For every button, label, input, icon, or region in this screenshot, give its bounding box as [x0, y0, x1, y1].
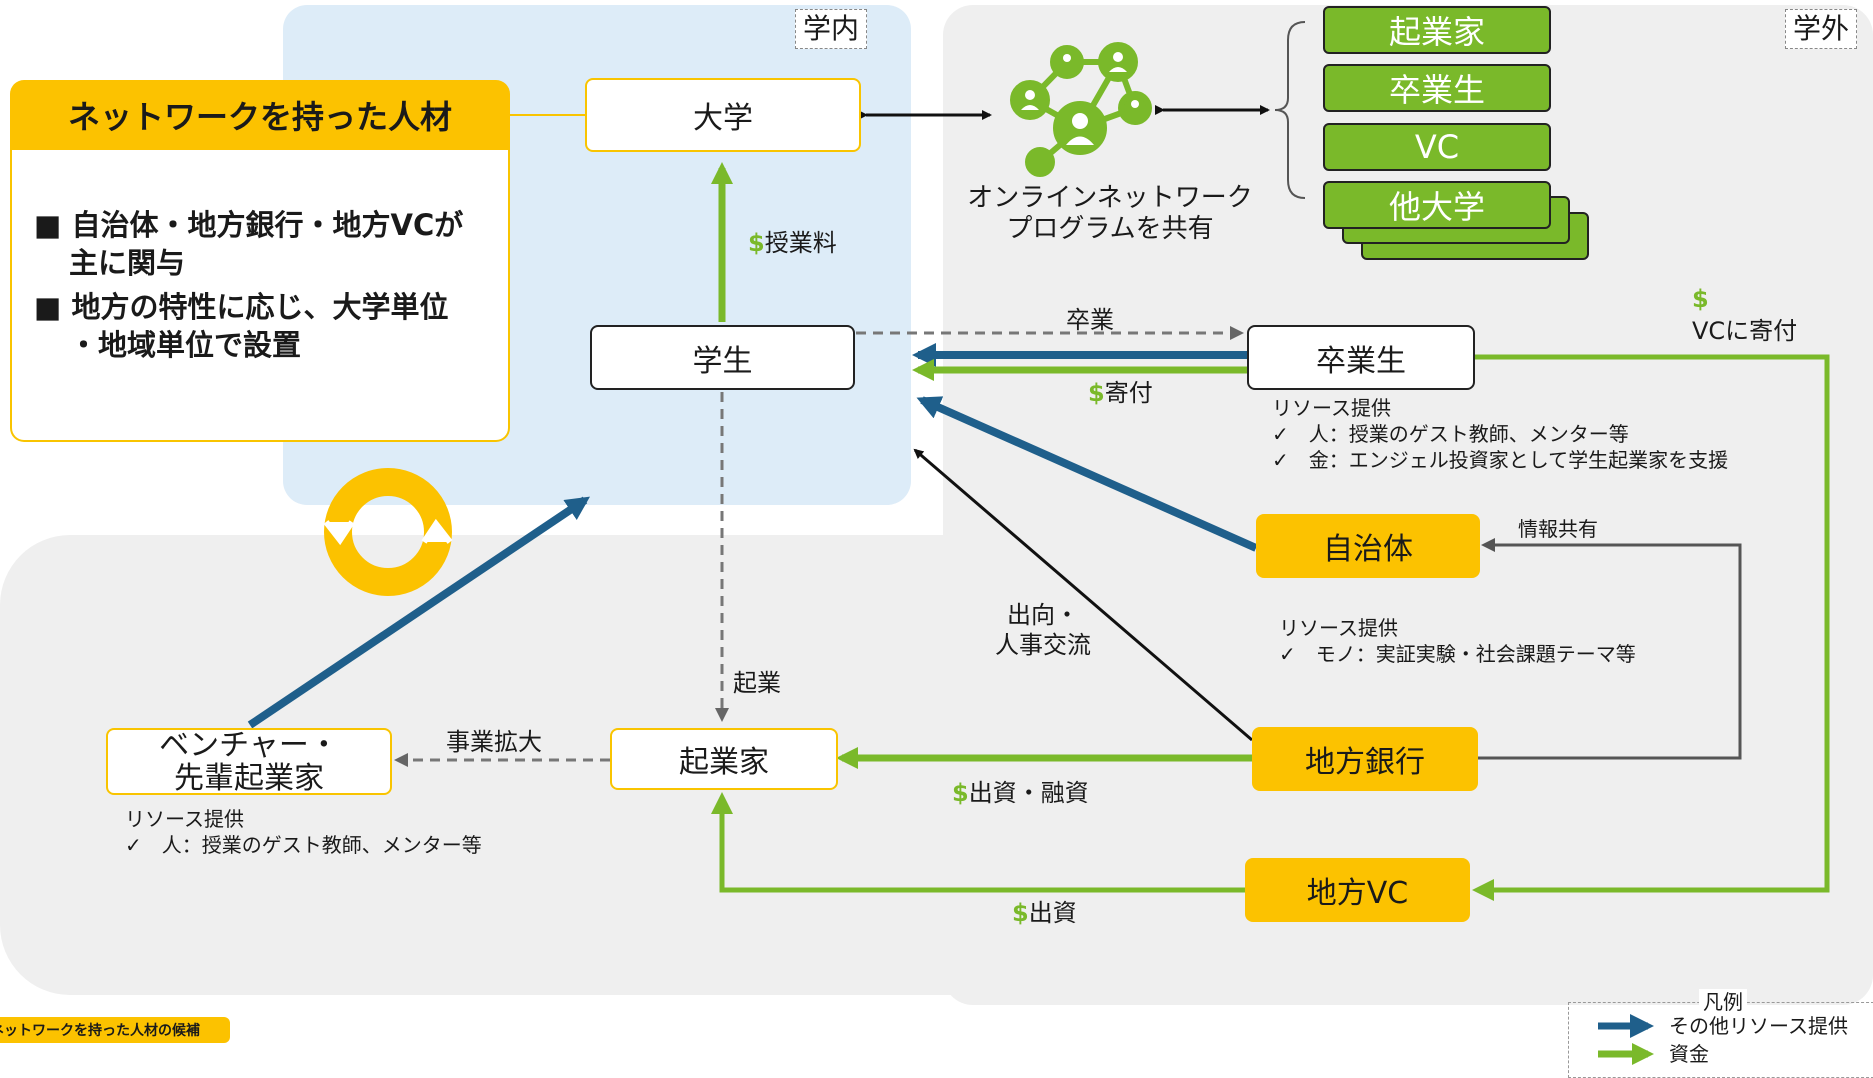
- municipality-resource-note: リソース提供 ✓ モノ：実証実験・社会課題テーマ等: [1279, 616, 1636, 666]
- venture-resource-arrow: [247, 496, 590, 729]
- entrepreneur-node: 起業家: [610, 728, 838, 790]
- tuition-label: $授業料: [748, 229, 837, 257]
- alumni-resource-note: リソース提供 ✓ 人：授業のゲスト教師、メンター等 ✓ 金：エンジェル投資家とし…: [1272, 396, 1729, 472]
- legend-item-funds: 資金: [1669, 1042, 1709, 1066]
- venture-resource-note: リソース提供 ✓ 人：授業のゲスト教師、メンター等: [125, 807, 482, 857]
- secondment-arrow: [913, 448, 1253, 742]
- outside-campus-region: [943, 5, 1873, 1005]
- external-entrepreneur-box: 起業家: [1323, 6, 1551, 54]
- vc-donation-dollar: $: [1692, 285, 1709, 313]
- network-panel-title: ネットワークを持った人材: [10, 80, 510, 150]
- graduation-label: 卒業: [1066, 306, 1114, 334]
- venture-node: ベンチャー・先輩起業家: [106, 728, 392, 795]
- municipality-node: 自治体: [1256, 514, 1480, 578]
- panel-bullet-2: ■ 地方の特性に応じ、大学単位 ・地域単位で設置: [34, 290, 449, 362]
- outside-campus-tag: 学外: [1785, 9, 1858, 49]
- investment-loan-label: $出資・融資: [952, 779, 1089, 807]
- network-panel: ■ 自治体・地方銀行・地方VCが 主に関与 ■ 地方の特性に応じ、大学単位 ・地…: [10, 150, 510, 442]
- alumni-node: 卒業生: [1247, 325, 1475, 390]
- online-network-label: オンラインネットワークプログラムを共有: [967, 183, 1253, 245]
- vc-investment-arrow: [711, 792, 1245, 893]
- online-network-icon: [1010, 42, 1152, 177]
- alumni-vc-donation-arrow: [1472, 354, 1830, 901]
- legend-title: 凡例: [1699, 989, 1747, 1015]
- investment-label: $出資: [1012, 899, 1077, 927]
- info-sharing-arrow: [1478, 538, 1742, 760]
- business-expansion-label: 事業拡大: [446, 728, 542, 756]
- cycle-icon: [323, 468, 453, 596]
- legend: 凡例 その他リソース提供 資金: [1568, 989, 1873, 1078]
- local-vc-node: 地方VC: [1245, 858, 1470, 922]
- external-alumni-box: 卒業生: [1323, 64, 1551, 112]
- panel-bullet-1: ■ 自治体・地方銀行・地方VCが 主に関与: [34, 208, 464, 280]
- donation-label: $寄付: [1088, 379, 1153, 407]
- external-other-university-box: 他大学: [1323, 181, 1551, 229]
- local-bank-node: 地方銀行: [1252, 727, 1478, 791]
- student-node: 学生: [590, 325, 855, 390]
- legend-item-resource: その他リソース提供: [1669, 1014, 1848, 1038]
- info-sharing-label: 情報共有: [1518, 517, 1598, 541]
- municipality-resource-arrow: [916, 396, 1258, 552]
- inside-campus-tag: 学内: [795, 9, 868, 49]
- members-bracket: [1274, 21, 1306, 199]
- external-vc-box: VC: [1323, 123, 1551, 171]
- secondment-label: 出向・人事交流: [995, 601, 1091, 659]
- startup-label: 起業: [733, 669, 781, 697]
- university-node: 大学: [585, 78, 861, 152]
- vc-donation-label: VCに寄付: [1692, 317, 1798, 345]
- network-candidate-tag: ネットワークを持った人材の候補: [0, 1017, 230, 1043]
